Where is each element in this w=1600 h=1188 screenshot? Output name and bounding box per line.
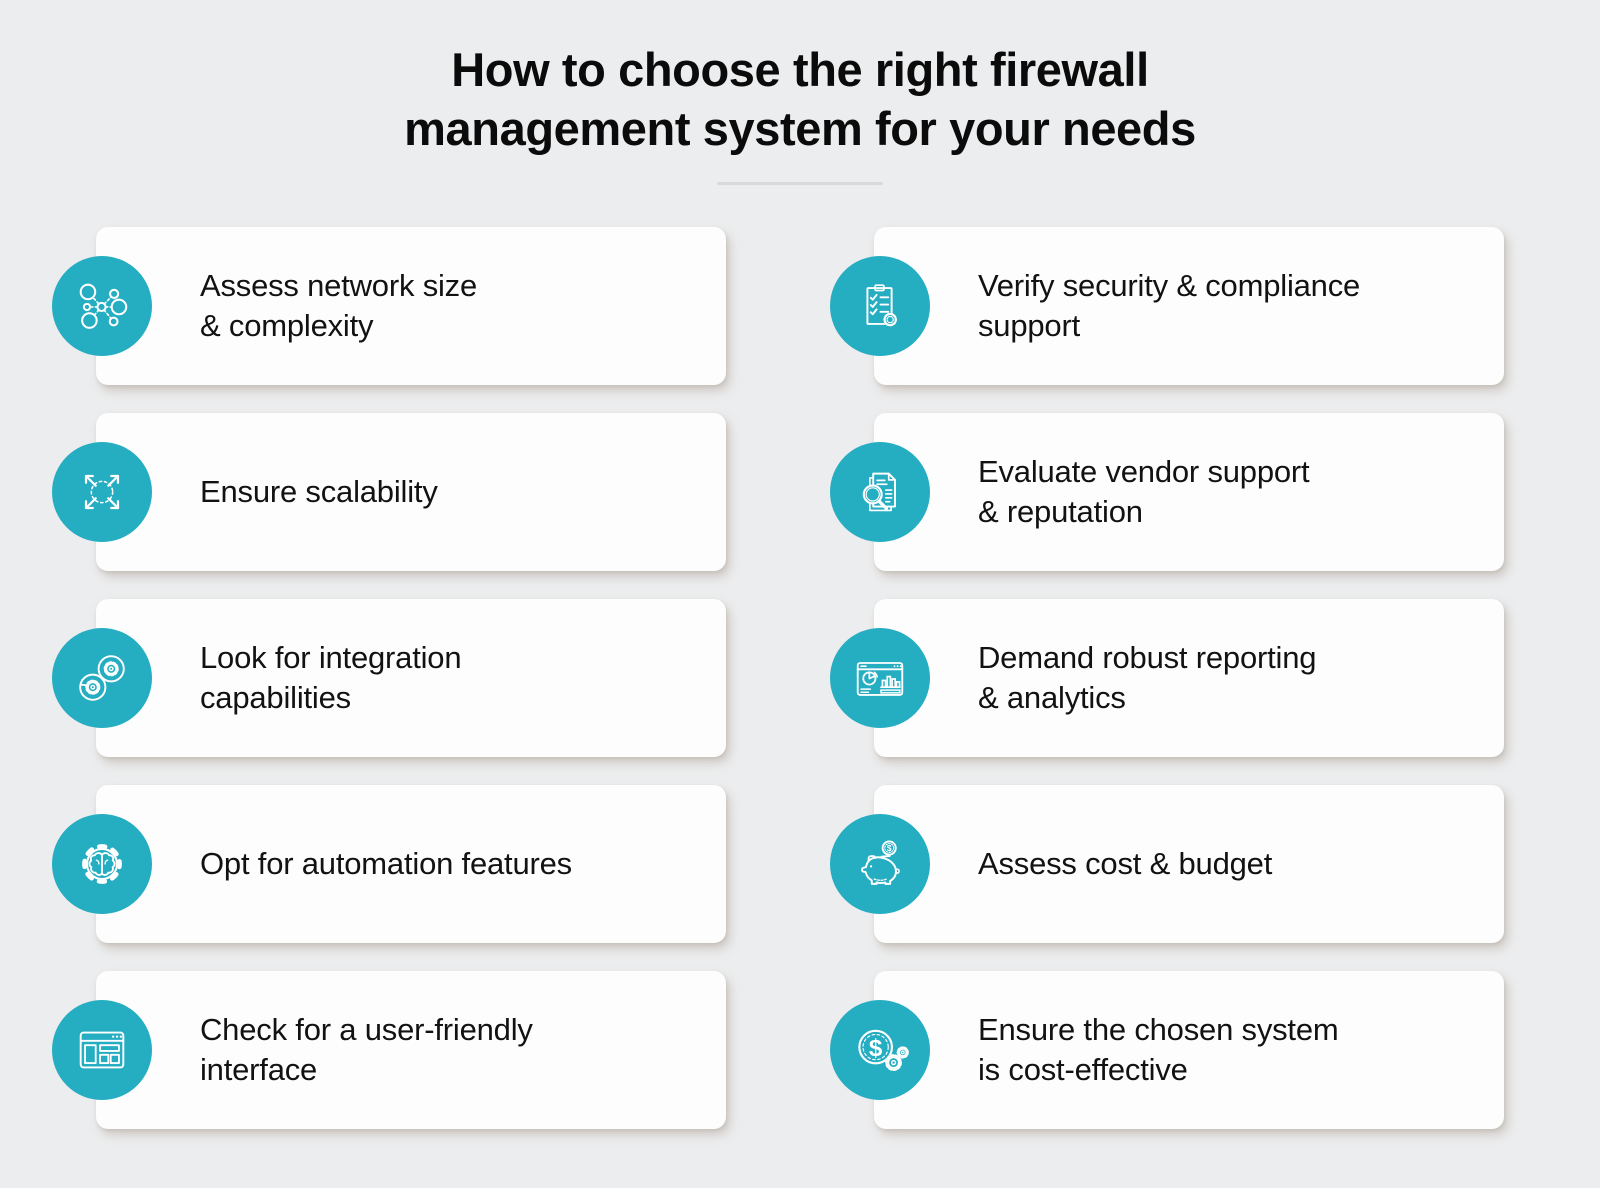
card-assess-cost-budget: $ Assess cost & budget [830, 785, 1504, 944]
card-user-friendly-interface: Check for a user-friendly interface [52, 971, 726, 1130]
card-title: Assess cost & budget [978, 846, 1273, 882]
card-title: Demand robust reporting & analytics [978, 640, 1317, 716]
svg-text:$: $ [869, 1035, 883, 1062]
card-ensure-scalability: Ensure scalability [52, 413, 726, 572]
card-cost-effective: $ Ensure the chosen system is cost-effec… [830, 971, 1504, 1130]
card-title: Check for a user-friendly interface [200, 1012, 533, 1088]
card-title: Verify security & compliance support [978, 268, 1361, 344]
card-title: Ensure the chosen system is cost-effecti… [978, 1012, 1339, 1088]
card-assess-network-size: Assess network size & complexity [52, 227, 726, 386]
card-verify-security-compliance: Verify security & compliance support [830, 227, 1504, 386]
card-evaluate-vendor-support: Evaluate vendor support & reputation [830, 413, 1504, 572]
card-title: Opt for automation features [200, 846, 572, 882]
title-divider [717, 182, 883, 186]
dollar-gears-icon: $ [830, 1000, 930, 1101]
document-search-icon [830, 442, 930, 543]
piggy-bank-icon: $ [830, 814, 930, 915]
card-title: Ensure scalability [200, 474, 438, 510]
brain-gear-icon [52, 814, 152, 915]
svg-text:$: $ [887, 844, 892, 854]
network-icon [52, 256, 152, 357]
expand-arrows-icon [52, 442, 152, 543]
card-title: Look for integration capabilities [200, 640, 462, 716]
integration-gears-icon [52, 628, 152, 729]
card-title: Evaluate vendor support & reputation [978, 454, 1310, 530]
compliance-checklist-icon [830, 256, 930, 357]
page-title: How to choose the right firewall managem… [404, 43, 1196, 156]
card-automation-features: Opt for automation features [52, 785, 726, 944]
analytics-dashboard-icon [830, 628, 930, 729]
card-title: Assess network size & complexity [200, 268, 478, 344]
browser-window-icon [52, 1000, 152, 1101]
card-integration-capabilities: Look for integration capabilities [52, 599, 726, 758]
card-reporting-analytics: Demand robust reporting & analytics [830, 599, 1504, 758]
cards-grid: Assess network size & complexity [52, 227, 1504, 1130]
